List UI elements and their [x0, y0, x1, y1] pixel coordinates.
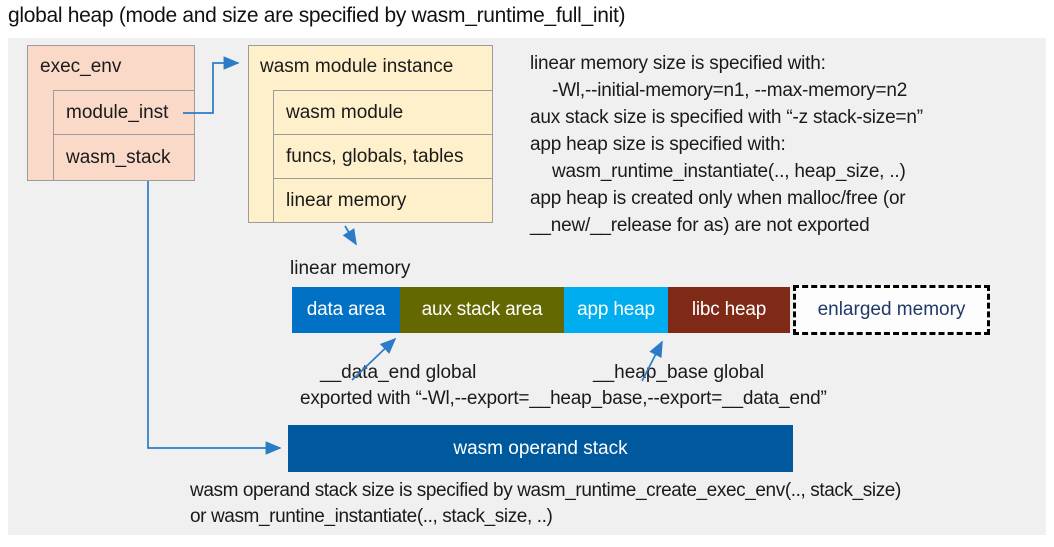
segment-enlarged-memory: enlarged memory	[793, 285, 990, 335]
note-line: app heap is created only when malloc/fre…	[530, 188, 906, 209]
linear-memory-label: linear memory	[290, 258, 411, 279]
module-instance-row-linear-memory: linear memory	[273, 178, 493, 223]
exec-env-title: exec_env	[40, 56, 122, 77]
note-line: __new/__release for as) are not exported	[530, 215, 870, 236]
module-instance-row-funcs-globals-tables: funcs, globals, tables	[273, 134, 493, 179]
note-line: or wasm_runtine_instantiate(.., stack_si…	[190, 506, 553, 527]
data-end-global-label: __data_end global	[320, 362, 477, 383]
exec-env-row-wasm-stack: wasm_stack	[53, 134, 195, 181]
note-line: aux stack size is specified with “-z sta…	[530, 107, 923, 128]
note-line: wasm_runtime_instantiate(.., heap_size, …	[552, 161, 906, 182]
diagram-title: global heap (mode and size are specified…	[8, 4, 626, 27]
export-note: exported with “-Wl,--export=__heap_base,…	[300, 388, 827, 409]
module-instance-row-wasm-module: wasm module	[273, 90, 493, 135]
memory-size-notes: linear memory size is specified with: -W…	[530, 50, 1035, 239]
operand-stack-note: wasm operand stack size is specified by …	[190, 478, 901, 530]
wasm-operand-stack-bar: wasm operand stack	[288, 425, 793, 472]
note-line: wasm operand stack size is specified by …	[190, 480, 901, 501]
note-line: -Wl,--initial-memory=n1, --max-memory=n2	[552, 80, 908, 101]
note-line: app heap size is specified with:	[530, 134, 786, 155]
note-line: linear memory size is specified with:	[530, 53, 826, 74]
segment-libc-heap: libc heap	[668, 287, 790, 333]
exec-env-row-module-inst: module_inst	[53, 90, 195, 135]
segment-app-heap: app heap	[564, 287, 668, 333]
segment-aux-stack-area: aux stack area	[400, 287, 564, 333]
module-instance-title: wasm module instance	[260, 56, 454, 77]
segment-data-area: data area	[292, 287, 400, 333]
heap-base-global-label: __heap_base global	[593, 362, 765, 383]
